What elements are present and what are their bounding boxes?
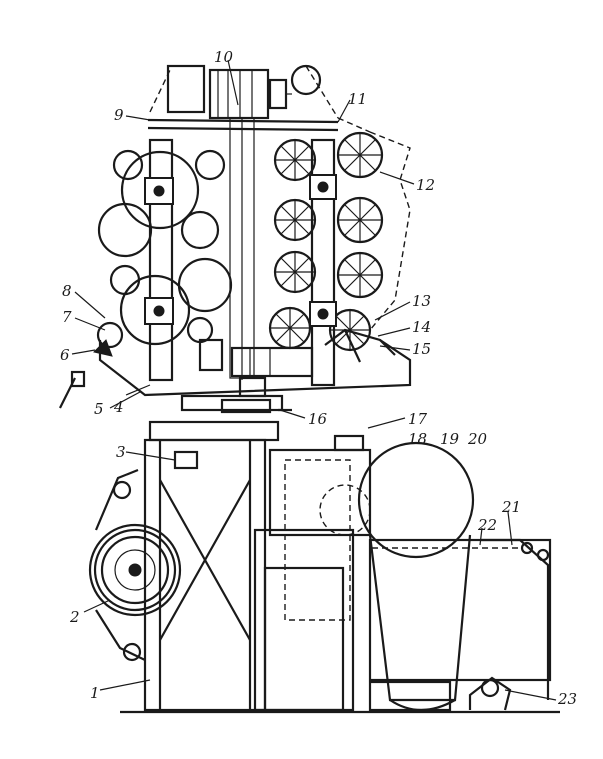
label-19: 19 bbox=[440, 430, 460, 448]
label-15: 15 bbox=[412, 340, 431, 358]
middle-support bbox=[148, 394, 292, 442]
label-23: 23 bbox=[557, 690, 577, 708]
label-1: 1 bbox=[90, 684, 100, 702]
label-9: 9 bbox=[114, 106, 124, 124]
label-13: 13 bbox=[412, 292, 431, 310]
label-4: 4 bbox=[113, 398, 124, 416]
item-23-device bbox=[468, 676, 512, 711]
unwind-roll bbox=[88, 468, 182, 662]
lower-tower bbox=[143, 438, 267, 712]
label-5: 5 bbox=[94, 400, 104, 418]
label-2: 2 bbox=[69, 608, 80, 626]
label-7: 7 bbox=[62, 308, 72, 326]
left-roll-stack bbox=[96, 149, 233, 349]
right-roll-stack bbox=[268, 131, 384, 352]
label-18: 18 bbox=[408, 430, 427, 448]
central-console bbox=[253, 434, 372, 712]
label-14: 14 bbox=[412, 318, 431, 336]
label-11: 11 bbox=[348, 90, 367, 108]
part-labels: 1 2 3 4 5 6 7 8 9 10 11 12 13 14 15 16 1… bbox=[60, 48, 577, 708]
top-drive-unit bbox=[149, 64, 339, 120]
label-20: 20 bbox=[467, 430, 488, 448]
label-12: 12 bbox=[416, 176, 435, 194]
label-16: 16 bbox=[308, 410, 328, 428]
label-10: 10 bbox=[214, 48, 234, 66]
label-22: 22 bbox=[477, 516, 497, 534]
label-3: 3 bbox=[116, 443, 126, 461]
label-21: 21 bbox=[501, 498, 521, 516]
winder-drum bbox=[357, 441, 552, 712]
calender-base bbox=[59, 328, 412, 409]
leader-lines bbox=[71, 59, 557, 701]
label-6: 6 bbox=[60, 346, 70, 364]
label-8: 8 bbox=[62, 282, 72, 300]
label-17: 17 bbox=[408, 410, 428, 428]
